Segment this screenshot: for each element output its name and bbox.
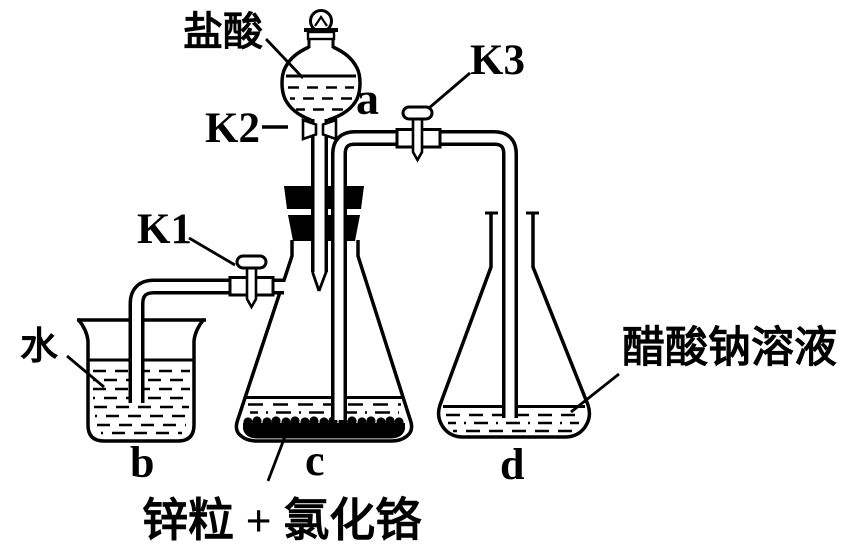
ground-joint	[306, 30, 336, 41]
label-k3: K3	[470, 37, 525, 84]
funnel-bulb-right	[327, 45, 362, 122]
label-b: b	[130, 438, 154, 487]
zinc-granule-layer	[243, 416, 405, 439]
label-d: d	[500, 440, 524, 489]
pointer-sodium-acetate	[570, 372, 620, 414]
pointer-water	[66, 354, 105, 389]
label-a: a	[356, 73, 379, 124]
funnel-stem	[311, 115, 328, 292]
beaker-outline	[76, 317, 206, 443]
stopcock-k2	[301, 118, 338, 141]
k3-handle	[401, 105, 434, 121]
k1-plug	[245, 264, 258, 310]
label-hcl: 盐酸	[183, 9, 264, 54]
flask-c-liquid	[246, 396, 403, 414]
label-c: c	[305, 436, 325, 485]
flask-d-outline	[436, 213, 592, 439]
pointer-hcl	[264, 38, 305, 79]
label-sodium-acetate: 醋酸钠溶液	[622, 324, 837, 372]
pointer-lines	[66, 38, 620, 482]
side-tube-c-to-b	[128, 278, 285, 404]
k3-plug	[411, 114, 424, 163]
pointer-k3	[428, 71, 471, 110]
stopcock-k3	[395, 105, 442, 163]
label-k2: K2	[205, 105, 260, 152]
flask-c	[234, 240, 414, 443]
labels: 盐酸 a K2 K3 K1 水 b c d 醋酸钠溶液 锌粒 + 氯化铬	[20, 9, 837, 546]
stem-tip	[317, 270, 328, 292]
k1-handle	[235, 254, 268, 270]
funnel-liquid-hcl	[286, 74, 356, 111]
stopcock-k1	[228, 254, 275, 310]
label-zinc-chromium-chloride: 锌粒 + 氯化铬	[142, 495, 422, 546]
label-water: 水	[20, 326, 59, 368]
flask-c-outline	[234, 240, 414, 443]
pointer-zinc	[266, 425, 291, 482]
stopper-notch	[314, 15, 328, 27]
pointer-k1	[188, 236, 236, 267]
separating-funnel	[280, 9, 362, 292]
label-k1: K1	[137, 206, 192, 253]
funnel-bulb-left	[280, 45, 312, 122]
